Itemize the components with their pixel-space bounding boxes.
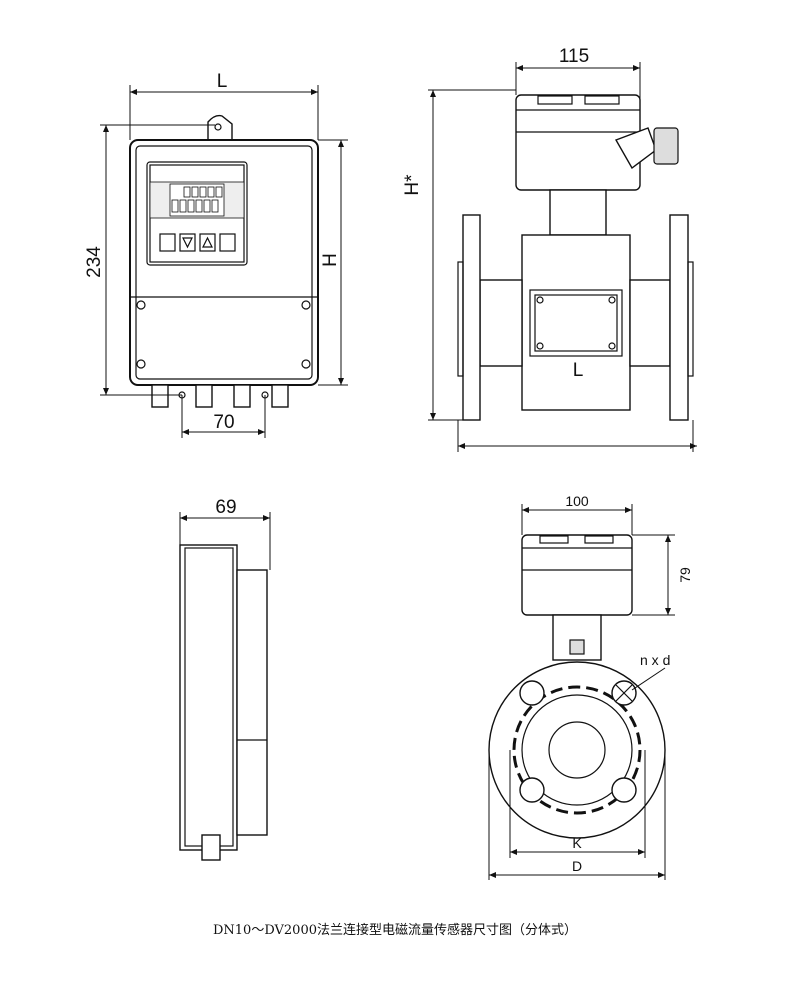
dim-79: 79	[677, 567, 693, 583]
dim-H: H	[320, 253, 341, 267]
dim-L: L	[217, 71, 228, 92]
screws	[136, 300, 311, 369]
sensor-front-view: 115 H* L	[402, 46, 697, 452]
display-panel	[146, 161, 248, 266]
label-L: L	[573, 360, 584, 381]
enter-key-icon	[219, 233, 236, 252]
dim-234: 234	[84, 246, 105, 278]
converter-side-view: 69	[179, 497, 271, 861]
label-n-x-d: n x d	[640, 652, 670, 668]
dim-H-star: H*	[402, 174, 423, 196]
cable-glands	[151, 384, 289, 408]
drawing-caption: DN10～DV2000法兰连接型电磁流量传感器尺寸图（分体式）	[212, 923, 577, 938]
sensor-end-view: n x d 100 79 K D	[488, 493, 693, 880]
dim-100: 100	[565, 493, 589, 509]
up-key-icon	[199, 233, 216, 252]
converter-front-view: L 234 H 70	[84, 71, 348, 438]
return-key-icon	[159, 233, 176, 252]
down-key-icon	[179, 233, 196, 252]
cable-gland-icon	[201, 834, 221, 861]
dim-69: 69	[215, 497, 236, 518]
dim-115: 115	[559, 46, 589, 67]
dim-D: D	[572, 858, 582, 874]
dim-K: K	[572, 835, 582, 851]
dim-70: 70	[213, 412, 234, 433]
bolt-holes	[519, 680, 637, 803]
